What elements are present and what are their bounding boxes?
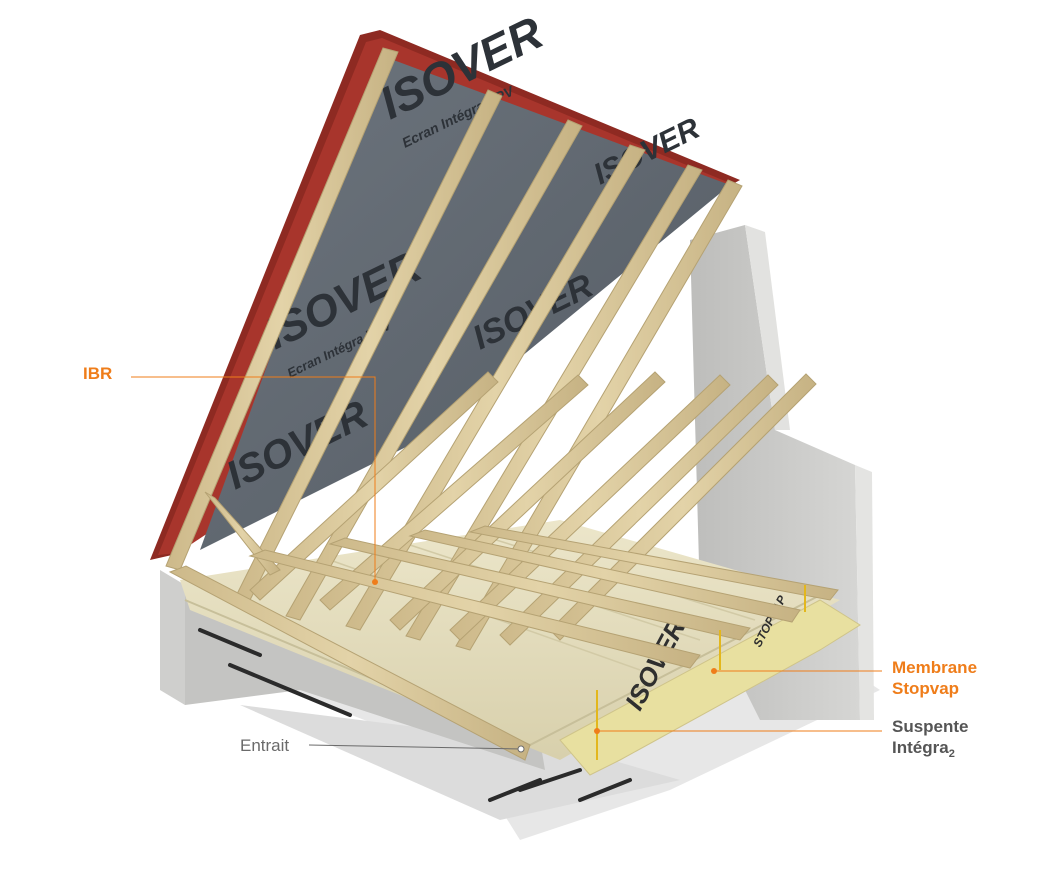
- callout-leaders: [131, 376, 882, 753]
- suspente-label-subscript: 2: [948, 748, 955, 760]
- rebar-grid: [198, 628, 632, 802]
- membrane-label-line1: Membrane: [892, 658, 978, 677]
- joists: [168, 525, 839, 761]
- membrane-label-line2: Stopvap: [892, 679, 960, 698]
- entrait-label: Entrait: [240, 736, 290, 755]
- suspente-label-line2: Intégra2: [892, 737, 969, 765]
- entrait-leader: [308, 744, 522, 750]
- suspension-hangers: [596, 585, 806, 760]
- suspente-integra-label: Suspente Intégra2: [892, 716, 969, 765]
- ibr-label: IBR: [83, 364, 113, 383]
- membrane-stopvap-label: Membrane Stopvap: [892, 657, 977, 699]
- ibr-leader: [131, 376, 376, 582]
- suspente-label-line1: Suspente: [892, 717, 969, 736]
- suspente-label-name: Intégra: [892, 738, 949, 757]
